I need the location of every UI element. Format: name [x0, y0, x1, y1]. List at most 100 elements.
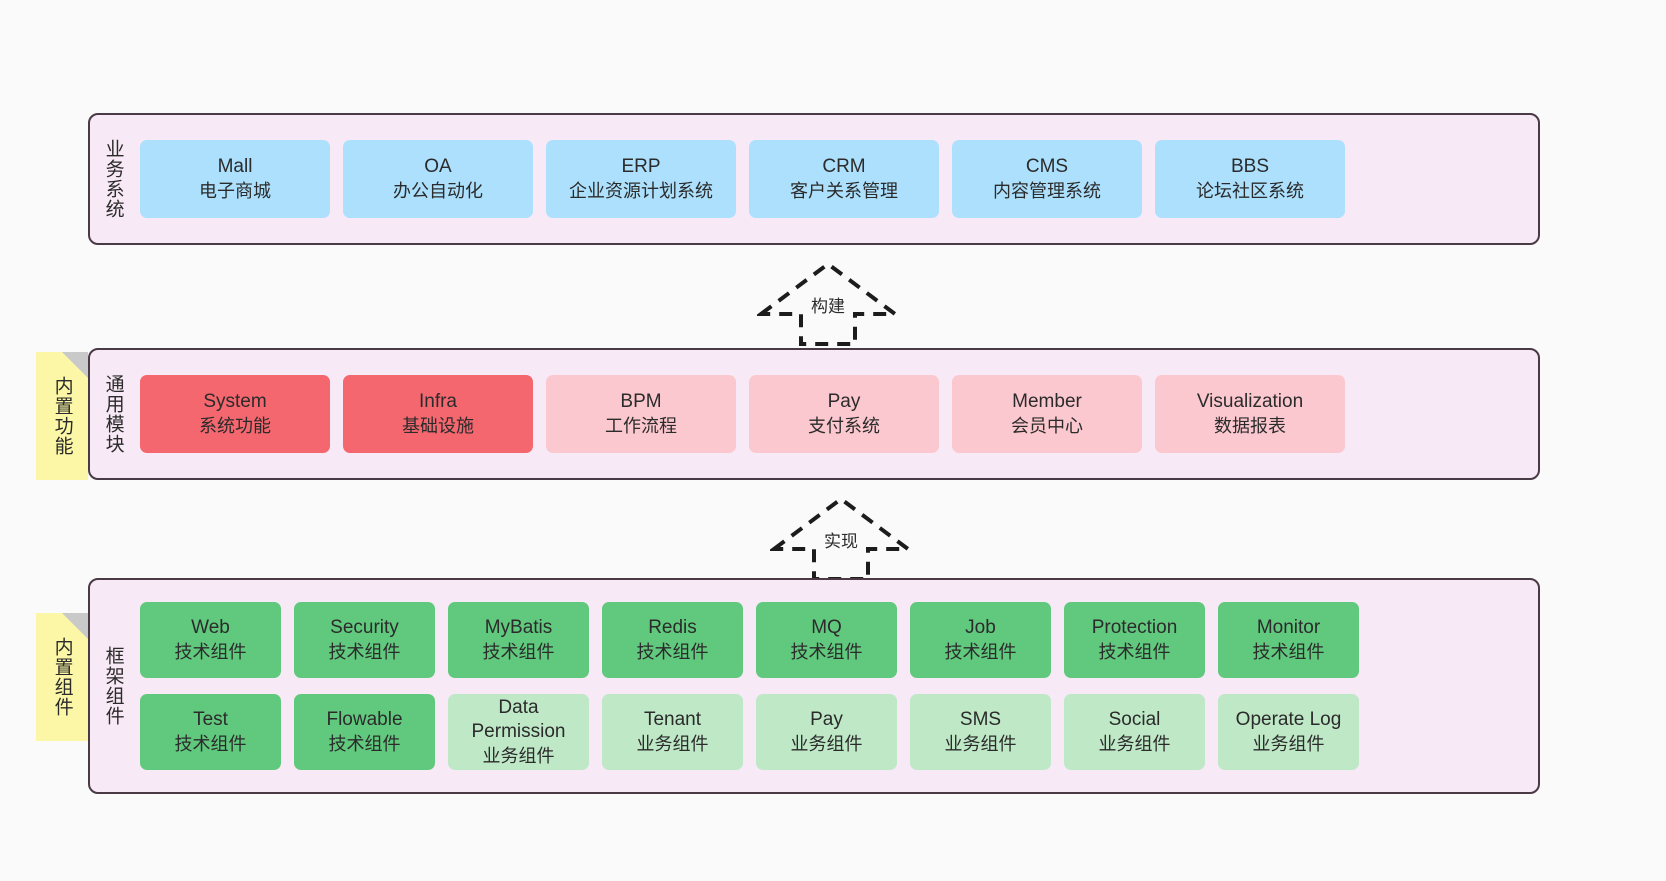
box-title: BPM: [620, 391, 662, 413]
box-title: Infra: [418, 391, 458, 413]
box-subtitle: 业务组件: [482, 745, 555, 766]
layer-business-system[interactable]: 业务系统 Mall 电子商城 OA 办公自动化 ERP 企业资源计划系统 CRM…: [88, 113, 1540, 245]
box-system[interactable]: System 系统功能: [140, 375, 330, 453]
box-web[interactable]: Web 技术组件: [140, 602, 281, 678]
box-subtitle: 电子商城: [199, 180, 271, 201]
box-operate-log[interactable]: Operate Log 业务组件: [1218, 694, 1359, 770]
box-title: Operate Log: [1235, 709, 1342, 731]
sticky-note-builtin-component: 内置组件: [36, 613, 88, 741]
box-bbs[interactable]: BBS 论坛社区系统: [1155, 140, 1345, 218]
layer-body-framework-component: Web 技术组件 Security 技术组件 MyBatis 技术组件 Redi…: [136, 580, 1538, 792]
row-business-components: Test 技术组件 Flowable 技术组件 Data Permission …: [140, 694, 1524, 770]
box-cms[interactable]: CMS 内容管理系统: [952, 140, 1142, 218]
box-subtitle: 技术组件: [636, 641, 709, 662]
box-subtitle: 工作流程: [605, 415, 677, 436]
box-oa[interactable]: OA 办公自动化: [343, 140, 533, 218]
box-title: SMS: [959, 709, 1002, 731]
connector-build-label: 构建: [811, 297, 845, 316]
box-erp[interactable]: ERP 企业资源计划系统: [546, 140, 736, 218]
note-fold-corner: [62, 613, 88, 639]
box-bpm[interactable]: BPM 工作流程: [546, 375, 736, 453]
box-data-permission[interactable]: Data Permission 业务组件: [448, 694, 589, 770]
box-job[interactable]: Job 技术组件: [910, 602, 1051, 678]
box-title: Pay: [810, 709, 843, 731]
box-subtitle: 企业资源计划系统: [569, 180, 713, 201]
box-title: System: [203, 391, 267, 413]
box-subtitle: 会员中心: [1011, 415, 1083, 436]
box-mybatis[interactable]: MyBatis 技术组件: [448, 602, 589, 678]
box-social[interactable]: Social 业务组件: [1064, 694, 1205, 770]
box-title: CRM: [822, 156, 866, 178]
box-subtitle: 业务组件: [1252, 733, 1325, 754]
box-sms[interactable]: SMS 业务组件: [910, 694, 1051, 770]
box-title: Flowable: [326, 709, 403, 731]
layer-body-common-module: System 系统功能 Infra 基础设施 BPM 工作流程 Pay 支付系统…: [136, 350, 1538, 478]
box-pay[interactable]: Pay 支付系统: [749, 375, 939, 453]
box-mall[interactable]: Mall 电子商城: [140, 140, 330, 218]
implement-arrow-icon: [767, 496, 915, 581]
box-subtitle: 基础设施: [402, 415, 474, 436]
box-title: CMS: [1025, 156, 1069, 178]
box-title: BBS: [1230, 156, 1270, 178]
box-subtitle: 业务组件: [636, 733, 709, 754]
layer-framework-component[interactable]: 框架组件 Web 技术组件 Security 技术组件 MyBatis 技术组件…: [88, 578, 1540, 794]
box-subtitle: 内容管理系统: [993, 180, 1101, 201]
box-test[interactable]: Test 技术组件: [140, 694, 281, 770]
box-title: Visualization: [1196, 391, 1304, 413]
box-member[interactable]: Member 会员中心: [952, 375, 1142, 453]
connector-build: 构建: [754, 258, 902, 348]
layer-title-framework-component: 框架组件: [102, 646, 124, 726]
box-infra[interactable]: Infra 基础设施: [343, 375, 533, 453]
box-subtitle: 业务组件: [1098, 733, 1171, 754]
box-subtitle: 技术组件: [482, 641, 555, 662]
box-title: Pay: [827, 391, 861, 413]
box-subtitle: 业务组件: [790, 733, 863, 754]
box-title: Redis: [648, 617, 697, 639]
box-subtitle: 技术组件: [790, 641, 863, 662]
box-monitor[interactable]: Monitor 技术组件: [1218, 602, 1359, 678]
box-subtitle: 业务组件: [944, 733, 1017, 754]
sticky-note-text: 内置功能: [51, 376, 73, 456]
box-title: Member: [1012, 391, 1082, 413]
box-redis[interactable]: Redis 技术组件: [602, 602, 743, 678]
box-title: Tenant: [643, 709, 702, 731]
box-tenant[interactable]: Tenant 业务组件: [602, 694, 743, 770]
row-tech-components: Web 技术组件 Security 技术组件 MyBatis 技术组件 Redi…: [140, 602, 1524, 678]
connector-implement-label: 实现: [824, 532, 858, 551]
row-common-modules: System 系统功能 Infra 基础设施 BPM 工作流程 Pay 支付系统…: [140, 375, 1524, 453]
box-security[interactable]: Security 技术组件: [294, 602, 435, 678]
box-title: Mall: [217, 156, 253, 178]
box-subtitle: 办公自动化: [393, 180, 483, 201]
box-subtitle: 系统功能: [199, 415, 271, 436]
box-title: Test: [193, 709, 228, 731]
box-mq[interactable]: MQ 技术组件: [756, 602, 897, 678]
box-title: Social: [1108, 709, 1161, 731]
box-subtitle: 技术组件: [174, 733, 247, 754]
box-crm[interactable]: CRM 客户关系管理: [749, 140, 939, 218]
build-arrow-icon: [754, 261, 902, 346]
box-title: OA: [424, 156, 452, 178]
row-business-systems: Mall 电子商城 OA 办公自动化 ERP 企业资源计划系统 CRM 客户关系…: [140, 140, 1524, 218]
box-subtitle: 技术组件: [328, 733, 401, 754]
box-subtitle: 技术组件: [328, 641, 401, 662]
layer-title-common-module: 通用模块: [102, 374, 124, 454]
box-title: Security: [330, 617, 399, 639]
layer-common-module[interactable]: 通用模块 System 系统功能 Infra 基础设施 BPM 工作流程 Pay…: [88, 348, 1540, 480]
box-protection[interactable]: Protection 技术组件: [1064, 602, 1205, 678]
box-pay-component[interactable]: Pay 业务组件: [756, 694, 897, 770]
box-title: MQ: [811, 617, 842, 639]
connector-implement: 实现: [767, 493, 915, 583]
box-subtitle: 客户关系管理: [790, 180, 898, 201]
box-subtitle: 技术组件: [1252, 641, 1325, 662]
box-subtitle: 论坛社区系统: [1196, 180, 1304, 201]
box-subtitle: 支付系统: [808, 415, 880, 436]
box-title: Data Permission: [471, 697, 566, 743]
box-title: Web: [191, 617, 230, 639]
box-flowable[interactable]: Flowable 技术组件: [294, 694, 435, 770]
box-subtitle: 技术组件: [944, 641, 1017, 662]
box-title: MyBatis: [484, 617, 553, 639]
sticky-note-text: 内置组件: [51, 637, 73, 717]
box-visualization[interactable]: Visualization 数据报表: [1155, 375, 1345, 453]
sticky-note-builtin-function: 内置功能: [36, 352, 88, 480]
